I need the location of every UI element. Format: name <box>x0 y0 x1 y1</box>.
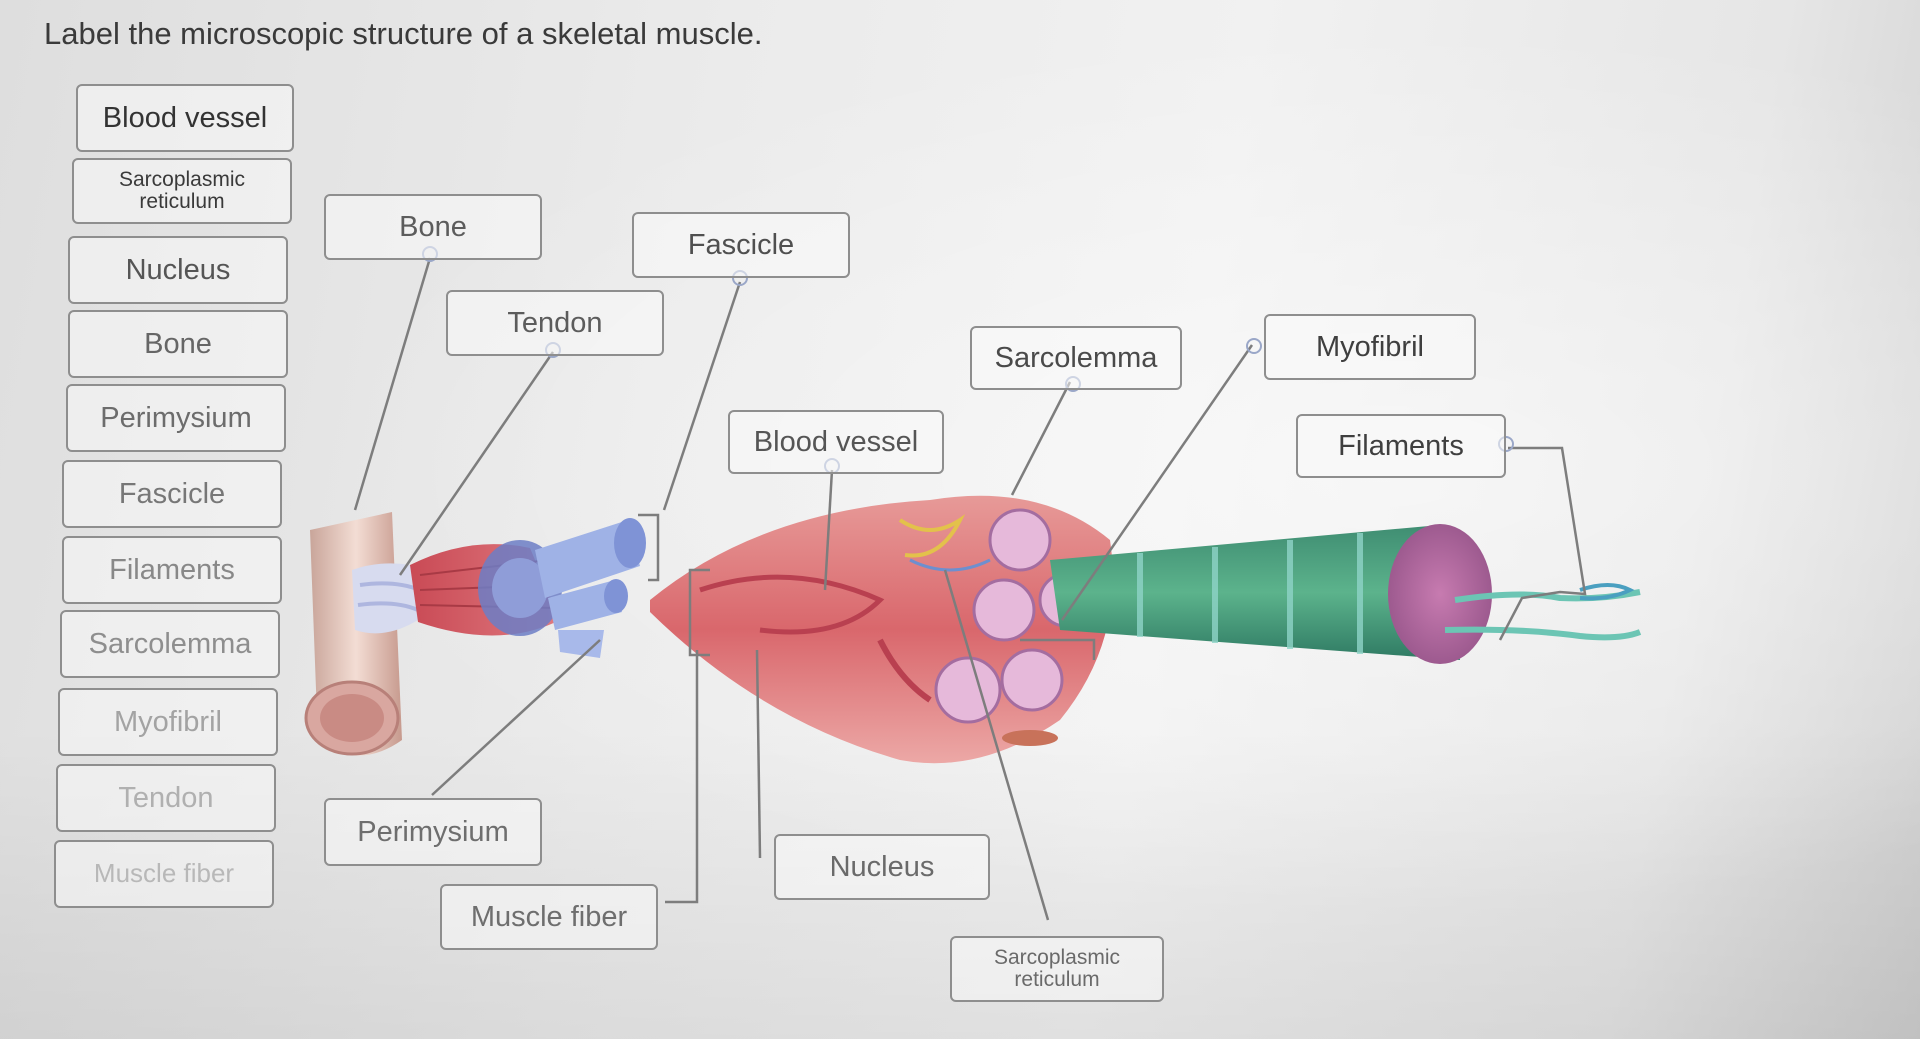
label-perimysium[interactable]: Perimysium <box>324 798 542 866</box>
label-myofibril[interactable]: Myofibril <box>1264 314 1476 380</box>
bank-item-nucleus[interactable]: Nucleus <box>68 236 288 304</box>
question-prompt: Label the microscopic structure of a ske… <box>44 16 763 51</box>
label-myofibril-text: Myofibril <box>1316 330 1424 363</box>
bank-item-label: Myofibril <box>114 705 222 738</box>
label-filaments[interactable]: Filaments <box>1296 414 1506 478</box>
bank-item-label: Fascicle <box>118 477 226 510</box>
tendon-illustration <box>352 563 421 634</box>
label-sarcolemma[interactable]: Sarcolemma <box>970 326 1182 390</box>
label-muscle-fiber[interactable]: Muscle fiber <box>440 884 658 950</box>
bank-item-myofibril[interactable]: Myofibril <box>58 688 278 756</box>
label-bone-text: Bone <box>399 210 467 243</box>
label-blood-vessel-text: Blood vessel <box>753 425 919 458</box>
label-bone[interactable]: Bone <box>324 194 542 260</box>
myofibril-illustration <box>1050 524 1642 664</box>
label-fascicle-text: Fascicle <box>687 228 795 261</box>
bank-item-label: Nucleus <box>125 253 231 286</box>
bank-item-label: Bone <box>144 327 212 360</box>
bank-item-label: Sarcoplasmic reticulum <box>118 167 246 213</box>
label-sarcoplasmic-reticulum[interactable]: Sarcoplasmic reticulum <box>950 936 1164 1002</box>
label-perimysium-text: Perimysium <box>357 815 509 848</box>
leader-lines <box>353 257 1587 921</box>
bank-item-blood-vessel[interactable]: Blood vessel <box>76 84 294 152</box>
bank-item-label: Sarcolemma <box>88 627 252 660</box>
bank-item-filaments[interactable]: Filaments <box>62 536 282 604</box>
label-nucleus[interactable]: Nucleus <box>774 834 990 900</box>
bank-item-tendon[interactable]: Tendon <box>56 764 276 832</box>
bank-item-sarcolemma[interactable]: Sarcolemma <box>60 610 280 678</box>
label-sarcolemma-text: Sarcolemma <box>994 341 1158 374</box>
label-fascicle[interactable]: Fascicle <box>632 212 850 278</box>
bank-item-label: Muscle fiber <box>93 858 235 889</box>
label-nucleus-text: Nucleus <box>829 850 935 883</box>
bank-item-label: Tendon <box>118 781 214 814</box>
label-muscle-fiber-text: Muscle fiber <box>470 900 628 933</box>
label-sarcoplasmic-reticulum-text: Sarcoplasmic reticulum <box>993 945 1121 991</box>
bank-item-perimysium[interactable]: Perimysium <box>66 384 286 452</box>
bank-item-muscle-fiber[interactable]: Muscle fiber <box>54 840 274 908</box>
bank-item-fascicle[interactable]: Fascicle <box>62 460 282 528</box>
bank-item-label: Filaments <box>109 553 235 586</box>
bank-item-bone[interactable]: Bone <box>68 310 288 378</box>
muscle-illustration <box>410 518 646 658</box>
bone-illustration <box>304 512 402 756</box>
label-filaments-text: Filaments <box>1338 429 1464 462</box>
bank-item-sarcoplasmic-reticulum[interactable]: Sarcoplasmic reticulum <box>72 158 292 224</box>
bank-item-label: Blood vessel <box>102 101 268 134</box>
label-tendon[interactable]: Tendon <box>446 290 664 356</box>
bank-item-label: Perimysium <box>100 401 252 434</box>
label-blood-vessel[interactable]: Blood vessel <box>728 410 944 474</box>
label-tendon-text: Tendon <box>507 306 603 339</box>
muscle-fiber-illustration <box>650 495 1113 764</box>
